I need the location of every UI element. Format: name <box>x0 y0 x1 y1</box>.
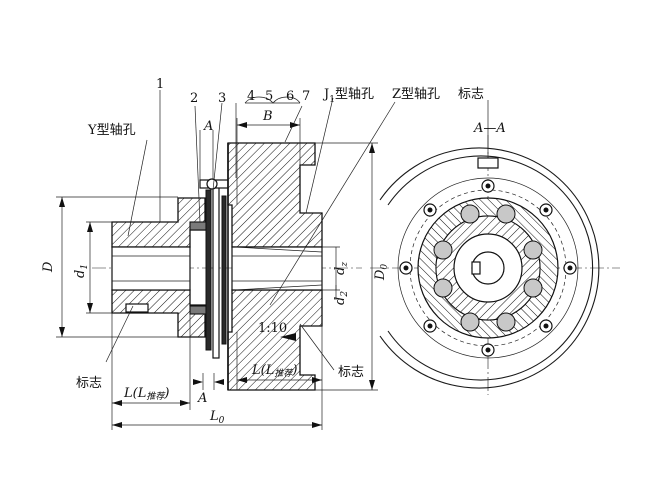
mark-label-right: 标志 <box>338 365 364 380</box>
part-3-label: 3 <box>218 91 226 106</box>
dimensions <box>56 118 378 430</box>
dim-d0: D0 <box>373 264 390 281</box>
mark-label-top: 标志 <box>458 87 484 102</box>
dim-dz: dz <box>333 262 350 275</box>
left-shaft-bore <box>111 246 191 291</box>
j1-bore-label: J1型轴孔 <box>322 87 374 105</box>
part-4-label: 4 <box>247 89 255 104</box>
plate-4 <box>221 195 227 345</box>
plate-3 <box>212 181 220 359</box>
dim-l-right: L(L推荐) <box>251 363 297 379</box>
bolt-head <box>206 178 218 190</box>
dim-d2: d2 <box>333 291 350 305</box>
leaders <box>105 90 396 371</box>
part-1-label: 1 <box>156 77 164 92</box>
text-labels: Y型轴孔 J1型轴孔 Z型轴孔 标志 A—A 1:10 标志 标志 1 2 3 … <box>41 77 506 426</box>
y-bore-label: Y型轴孔 <box>87 123 136 138</box>
dim-d: D <box>41 261 56 273</box>
mark-slot <box>477 157 499 169</box>
mark-label-left: 标志 <box>76 376 102 391</box>
taper-arrow <box>280 333 296 341</box>
taper-label: 1:10 <box>258 321 287 336</box>
left-hub-lower <box>111 289 206 338</box>
right-shaft-bore <box>231 246 323 291</box>
dim-l0: L0 <box>209 409 225 426</box>
left-key-mark <box>125 303 149 313</box>
elastic-blocks <box>433 204 543 332</box>
elastic-pack-upper <box>189 221 207 231</box>
section-label: A—A <box>473 121 506 136</box>
dim-a-bottom: A <box>197 391 207 406</box>
part-7-label: 7 <box>302 89 310 104</box>
z-bore-label: Z型轴孔 <box>392 87 440 102</box>
flange-circle <box>397 177 579 359</box>
right-hub-lower <box>227 289 323 391</box>
pin-plate-2 <box>205 189 212 351</box>
elastic-pack-lower <box>189 305 207 315</box>
section-view-a-a <box>370 100 620 395</box>
part-2-label: 2 <box>190 91 198 106</box>
dim-l-left: L(L推荐) <box>123 386 169 402</box>
part-5-label: 5 <box>265 89 273 104</box>
right-hub-upper <box>227 142 323 248</box>
dim-a-top: A <box>203 119 213 134</box>
bolt-holes <box>399 179 577 357</box>
sectional-view <box>92 142 362 391</box>
outer-rim <box>379 147 600 389</box>
dim-d1: d1 <box>73 264 90 278</box>
part-6-label: 6 <box>286 89 294 104</box>
dim-b: B <box>262 109 273 124</box>
